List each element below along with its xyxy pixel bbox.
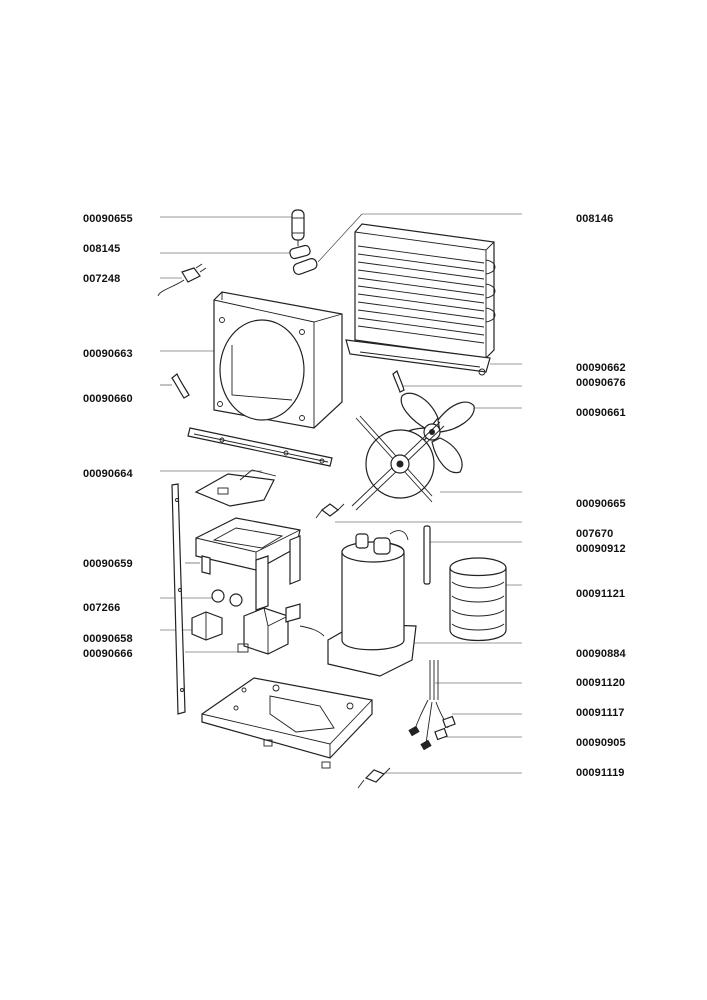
part-label-00090676: 00090676 xyxy=(576,377,626,389)
part-label-008146: 008146 xyxy=(576,213,614,225)
part-label-00091120: 00091120 xyxy=(576,677,626,689)
capillary-tube xyxy=(423,525,431,585)
cover-plate xyxy=(194,469,277,507)
power-cord xyxy=(157,263,207,297)
part-label-00090665: 00090665 xyxy=(576,498,626,510)
drain-hose xyxy=(171,373,190,399)
part-label-007248: 007248 xyxy=(83,273,121,285)
part-label-00091117: 00091117 xyxy=(576,707,625,719)
part-label-00090658: 00090658 xyxy=(83,633,133,645)
part-label-00090905: 00090905 xyxy=(576,737,626,749)
fan-motor-bracket xyxy=(351,415,445,511)
filter-cartridge xyxy=(291,209,305,246)
part-label-007266: 007266 xyxy=(83,602,121,614)
wiring-harness xyxy=(408,660,456,751)
heating-coil xyxy=(449,557,507,642)
tube-fittings xyxy=(289,244,318,275)
water-pump xyxy=(237,603,325,655)
base-plate xyxy=(201,677,373,769)
part-label-00090663: 00090663 xyxy=(83,348,133,360)
part-label-00091121: 00091121 xyxy=(576,588,626,600)
part-label-00090662: 00090662 xyxy=(576,362,626,374)
compressor xyxy=(327,530,417,677)
part-label-00090884: 00090884 xyxy=(576,648,626,660)
part-label-00090659: 00090659 xyxy=(83,558,133,570)
fan-shroud xyxy=(213,291,343,429)
water-pan xyxy=(195,517,301,611)
part-label-00090661: 00090661 xyxy=(576,407,626,419)
side-strap xyxy=(171,483,186,715)
part-label-00090660: 00090660 xyxy=(83,393,133,405)
inline-connector xyxy=(357,767,391,789)
part-label-008145: 008145 xyxy=(83,243,121,255)
thermostat-sensor xyxy=(315,503,345,519)
condensate-tube xyxy=(392,370,405,393)
part-label-00090655: 00090655 xyxy=(83,213,133,225)
mounting-rail xyxy=(187,427,333,467)
part-label-00090912: 00090912 xyxy=(576,543,626,555)
part-label-00090664: 00090664 xyxy=(83,468,133,480)
micro-switch xyxy=(191,611,223,641)
drip-tray xyxy=(345,339,491,376)
part-label-00091119: 00091119 xyxy=(576,767,625,779)
part-label-00090666: 00090666 xyxy=(83,648,133,660)
leader-lines-right xyxy=(317,213,522,774)
condenser-coil xyxy=(354,223,496,359)
part-label-007670: 007670 xyxy=(576,528,614,540)
float-balls xyxy=(211,589,243,607)
